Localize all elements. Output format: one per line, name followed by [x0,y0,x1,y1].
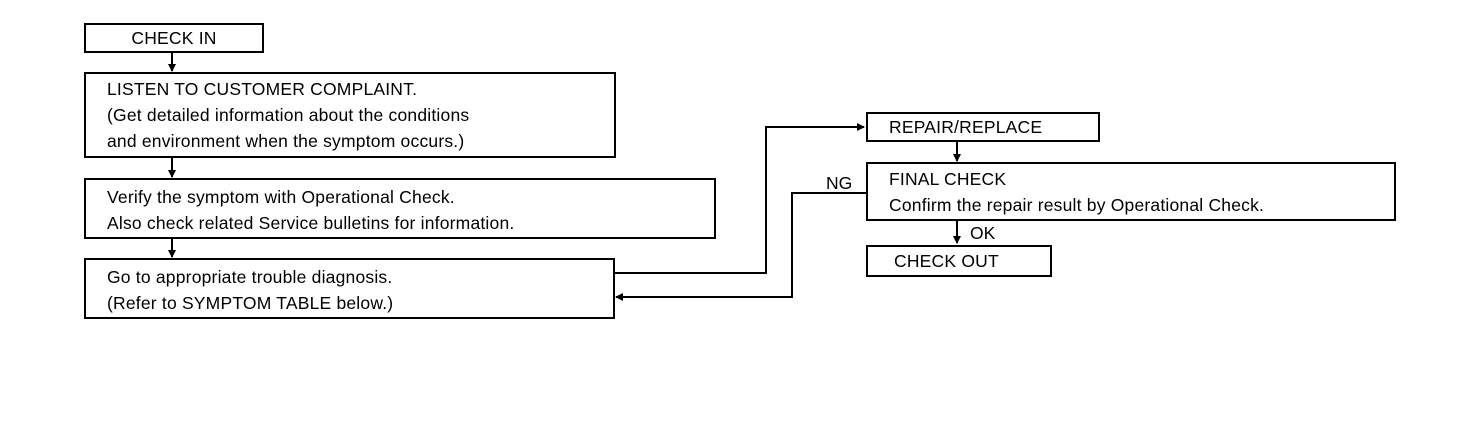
arrow-diagnosis-to-repair [614,123,865,274]
ng-label: NG [826,173,853,193]
final-check-line-2: Confirm the repair result by Operational… [889,195,1265,215]
listen-line-2: (Get detailed information about the cond… [107,105,470,125]
final-check-line-1: FINAL CHECK [889,169,1007,189]
verify-line-1: Verify the symptom with Operational Chec… [107,187,455,207]
verify-line-2: Also check related Service bulletins for… [107,213,515,233]
final-check-box: FINAL CHECK Confirm the repair result by… [866,162,1396,221]
listen-complaint-box: LISTEN TO CUSTOMER COMPLAINT. (Get detai… [84,72,616,158]
repair-replace-box: REPAIR/REPLACE [866,112,1100,142]
verify-symptom-box: Verify the symptom with Operational Chec… [84,178,716,239]
listen-line-3: and environment when the symptom occurs.… [107,131,465,151]
listen-line-1: LISTEN TO CUSTOMER COMPLAINT. [107,79,418,99]
check-out-box: CHECK OUT [866,245,1052,277]
check-in-label: CHECK IN [131,28,217,48]
diagnosis-line-1: Go to appropriate trouble diagnosis. [107,267,393,287]
diagnosis-line-2: (Refer to SYMPTOM TABLE below.) [107,293,394,313]
arrow-ng-back-to-diagnosis [615,192,866,301]
check-in-box: CHECK IN [84,23,264,53]
check-out-label: CHECK OUT [894,251,999,271]
trouble-diagnosis-box: Go to appropriate trouble diagnosis. (Re… [84,258,615,319]
repair-replace-label: REPAIR/REPLACE [889,117,1043,137]
ok-label: OK [970,223,996,243]
